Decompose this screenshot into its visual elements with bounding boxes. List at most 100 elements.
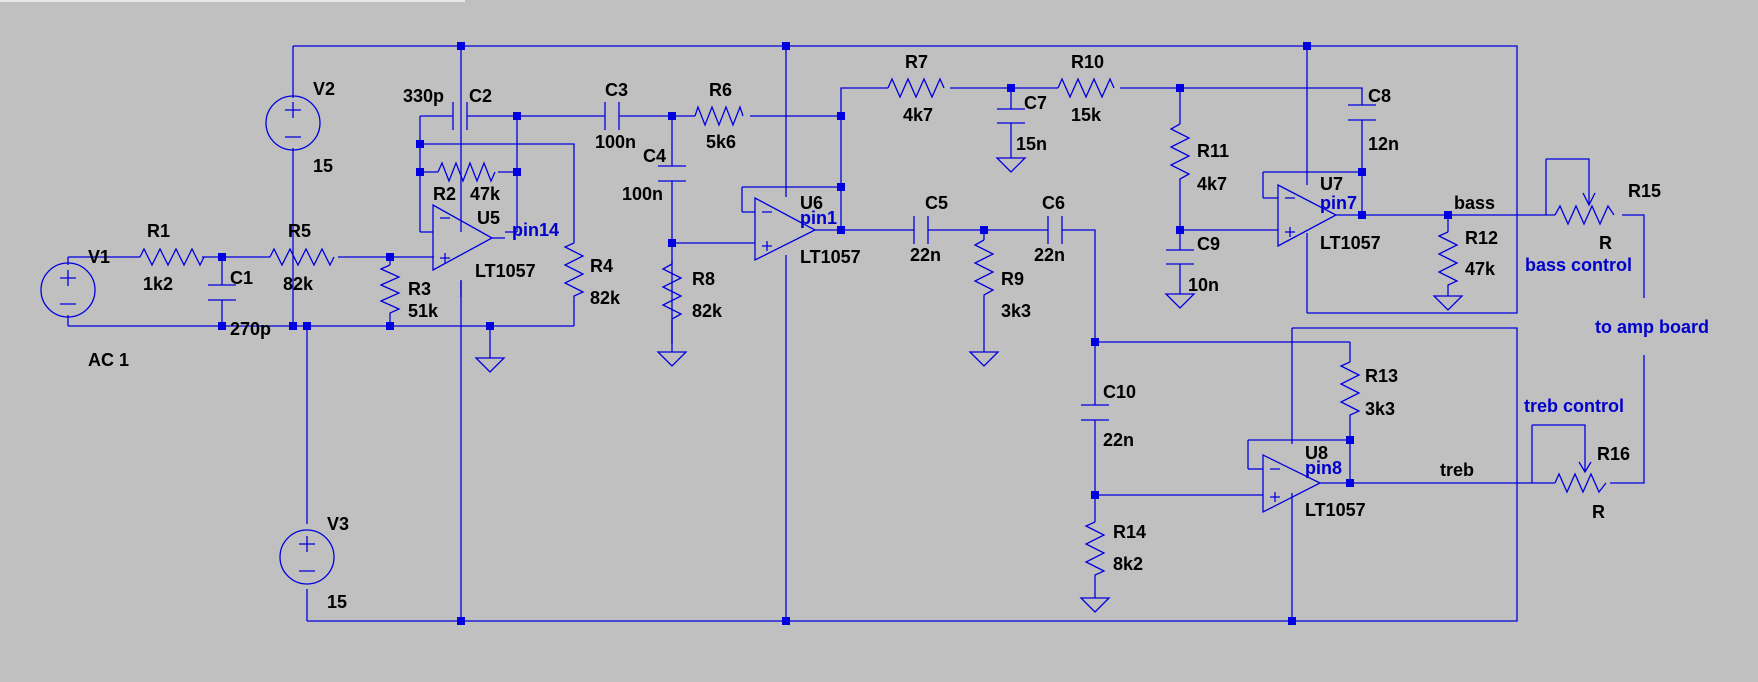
capacitor-c7 [997, 108, 1025, 124]
resistor-r13 [1339, 361, 1361, 419]
label-r5-value: 82k [283, 274, 314, 294]
label-c4-value: 100n [622, 184, 663, 204]
label-r4-value: 82k [590, 288, 621, 308]
label-c8-value: 12n [1368, 134, 1399, 154]
label-c3-value: 100n [595, 132, 636, 152]
label-c9-value: 10n [1188, 275, 1219, 295]
ground-u5 [475, 349, 505, 373]
label-r6-ref: R6 [709, 80, 732, 100]
label-r16-value: R [1592, 502, 1605, 522]
label-c1-value: 270p [230, 319, 271, 339]
label-r6-value: 5k6 [706, 132, 736, 152]
label-r8-value: 82k [692, 301, 723, 321]
label-r13-value: 3k3 [1365, 399, 1395, 419]
resistor-r6 [694, 105, 744, 127]
resistor-r16 [1554, 472, 1607, 494]
label-r1-value: 1k2 [143, 274, 173, 294]
label-c9-ref: C9 [1197, 234, 1220, 254]
capacitor-c2 [452, 102, 468, 130]
label-r10-value: 15k [1071, 105, 1102, 125]
resistor-r8 [661, 263, 683, 344]
label-u5-value: LT1057 [475, 261, 536, 281]
source-v3 [279, 529, 335, 585]
label-r11-value: 4k7 [1197, 174, 1227, 194]
resistor-r7 [887, 77, 945, 99]
capacitor-c9 [1166, 249, 1194, 265]
label-r11-ref: R11 [1197, 141, 1229, 161]
label-r3-ref: R3 [408, 279, 431, 299]
resistor-r1 [139, 247, 205, 267]
ground-r14 [1080, 589, 1110, 613]
resistor-r14 [1084, 521, 1106, 580]
label-v2-value: 15 [313, 156, 333, 176]
label-u7-value: LT1057 [1320, 233, 1381, 253]
capacitor-c10 [1081, 404, 1109, 421]
capacitor-c6 [1047, 216, 1063, 244]
label-c7-ref: C7 [1024, 93, 1047, 113]
r15-wiper [1582, 190, 1596, 207]
label-c10-value: 22n [1103, 430, 1134, 450]
capacitor-c3 [604, 102, 620, 130]
resistor-r11 [1169, 123, 1191, 207]
label-r2-value: 47k [470, 184, 501, 204]
label-u6-value: LT1057 [800, 247, 861, 267]
label-c2-value: 330p [403, 86, 444, 106]
label-r5-ref: R5 [288, 221, 311, 241]
label-c5-value: 22n [910, 245, 941, 265]
label-r4-ref: R4 [590, 256, 613, 276]
source-v2 [265, 95, 321, 151]
label-c8-ref: C8 [1368, 86, 1391, 106]
label-r7-value: 4k7 [903, 105, 933, 125]
label-r12-ref: R12 [1465, 228, 1498, 248]
label-r8-ref: R8 [692, 269, 715, 289]
label-r9-ref: R9 [1001, 269, 1024, 289]
label-r9-value: 3k3 [1001, 301, 1031, 321]
label-r14-value: 8k2 [1113, 554, 1143, 574]
resistor-r3 [379, 264, 401, 318]
label-r14-ref: R14 [1113, 522, 1146, 542]
label-c10-ref: C10 [1103, 382, 1136, 402]
label-r10-ref: R10 [1071, 52, 1104, 72]
comment-treb-control: treb control [1524, 396, 1624, 416]
resistor-r12 [1437, 231, 1459, 286]
label-r1-ref: R1 [147, 221, 170, 241]
label-r3-value: 51k [408, 301, 439, 321]
net-bass: bass [1454, 193, 1495, 213]
junctions [218, 42, 1452, 625]
label-r16-ref: R16 [1597, 444, 1630, 464]
resistor-r9 [973, 239, 995, 315]
label-u6-ref: U6 [800, 193, 823, 213]
opamp-u5 [432, 203, 505, 272]
resistor-r15 [1554, 204, 1615, 226]
label-v1-value: AC 1 [88, 350, 129, 370]
label-u7-ref: U7 [1320, 174, 1343, 194]
r16-wiper [1578, 460, 1592, 474]
label-r13-ref: R13 [1365, 366, 1398, 386]
label-c2-ref: C2 [469, 86, 492, 106]
resistor-r4 [563, 242, 585, 315]
label-v3-ref: V3 [327, 514, 349, 534]
label-r2-ref: R2 [433, 184, 456, 204]
comment-bass-control: bass control [1525, 255, 1632, 275]
opamp-u8 [1262, 453, 1322, 514]
net-pin14: pin14 [512, 220, 559, 240]
resistor-r2 [437, 161, 496, 183]
label-c5-ref: C5 [925, 193, 948, 213]
label-u8-value: LT1057 [1305, 500, 1366, 520]
label-c6-ref: C6 [1042, 193, 1065, 213]
label-r15-ref: R15 [1628, 181, 1661, 201]
label-r15-value: R [1599, 233, 1612, 253]
label-c7-value: 15n [1016, 134, 1047, 154]
wires [67, 45, 1645, 622]
label-u5-ref: U5 [477, 208, 500, 228]
source-v1 [40, 262, 96, 318]
label-v2-ref: V2 [313, 79, 335, 99]
net-pin7: pin7 [1320, 193, 1357, 213]
label-c4-ref: C4 [643, 146, 666, 166]
resistor-r5 [269, 247, 335, 267]
net-pin8: pin8 [1305, 458, 1342, 478]
capacitor-c8 [1348, 104, 1376, 121]
capacitor-c4 [658, 165, 686, 182]
net-pin1: pin1 [800, 208, 837, 228]
